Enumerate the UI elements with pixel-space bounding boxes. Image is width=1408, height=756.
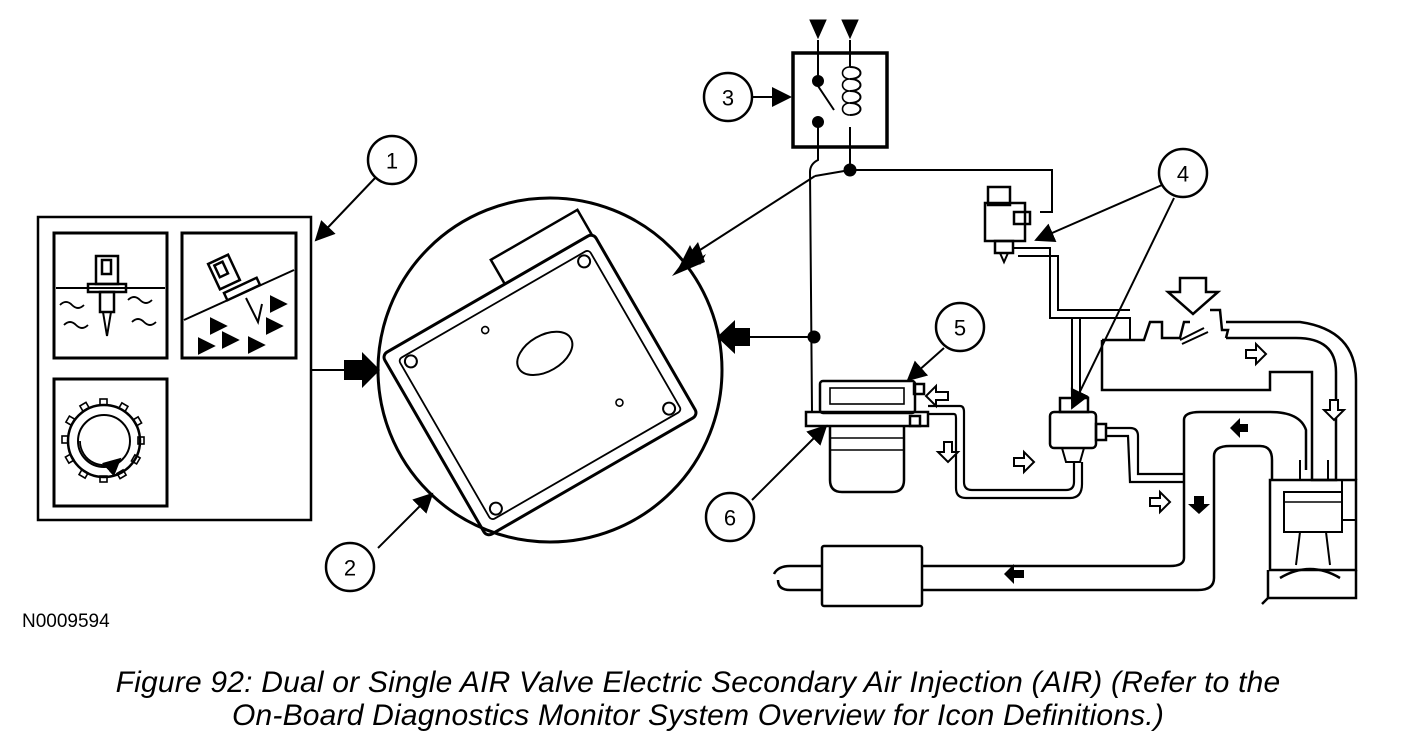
exhaust-air-hose	[1106, 426, 1184, 484]
air-injection-diagram: 1 2 3 4 5 6	[36, 19, 1358, 608]
air-check-valve	[1048, 318, 1108, 463]
callout-label: 4	[1177, 162, 1189, 187]
pcm-module	[376, 196, 724, 544]
air-hose	[928, 404, 1084, 500]
air-pump	[804, 379, 930, 494]
rotation-sensor-icon	[52, 377, 169, 508]
icon-definitions-panel	[36, 215, 313, 522]
submerged-sensor-icon	[52, 231, 169, 360]
airflow-arrows	[924, 341, 1347, 515]
callout-1: 1	[366, 134, 418, 186]
pcm-input-arrow	[717, 320, 815, 354]
callout-label: 1	[386, 149, 398, 174]
callout-3: 3	[702, 71, 754, 123]
pcm-output-arrow	[672, 175, 816, 276]
callout-5: 5	[934, 301, 986, 353]
callout-label: 2	[344, 556, 356, 581]
figure-caption-line-2: On-Board Diagnostics Monitor System Over…	[231, 699, 1165, 732]
intake-air-arrow	[1164, 276, 1222, 316]
air-relay	[791, 19, 889, 149]
relay-wiring	[807, 147, 1053, 413]
figure-caption-line-1: Figure 92: Dual or Single AIR Valve Elec…	[115, 666, 1281, 699]
figure-reference-number: N0009594	[22, 611, 110, 632]
callout-label: 5	[954, 316, 966, 341]
exhaust-pipe	[922, 410, 1308, 592]
exhaust-flow-arrows	[1004, 418, 1248, 584]
engine-cylinder	[1261, 460, 1358, 605]
muffler	[772, 544, 924, 608]
intake-manifold	[1100, 308, 1358, 482]
callout-leaders	[314, 87, 1175, 549]
flow-sensor-icon	[180, 231, 298, 360]
callout-label: 6	[724, 506, 736, 531]
air-control-valve	[983, 185, 1131, 340]
panel-to-pcm-arrow	[311, 352, 380, 388]
callout-label: 3	[722, 86, 734, 111]
callout-4: 4	[1157, 147, 1209, 199]
callout-2: 2	[324, 541, 376, 593]
callout-6: 6	[704, 491, 756, 543]
